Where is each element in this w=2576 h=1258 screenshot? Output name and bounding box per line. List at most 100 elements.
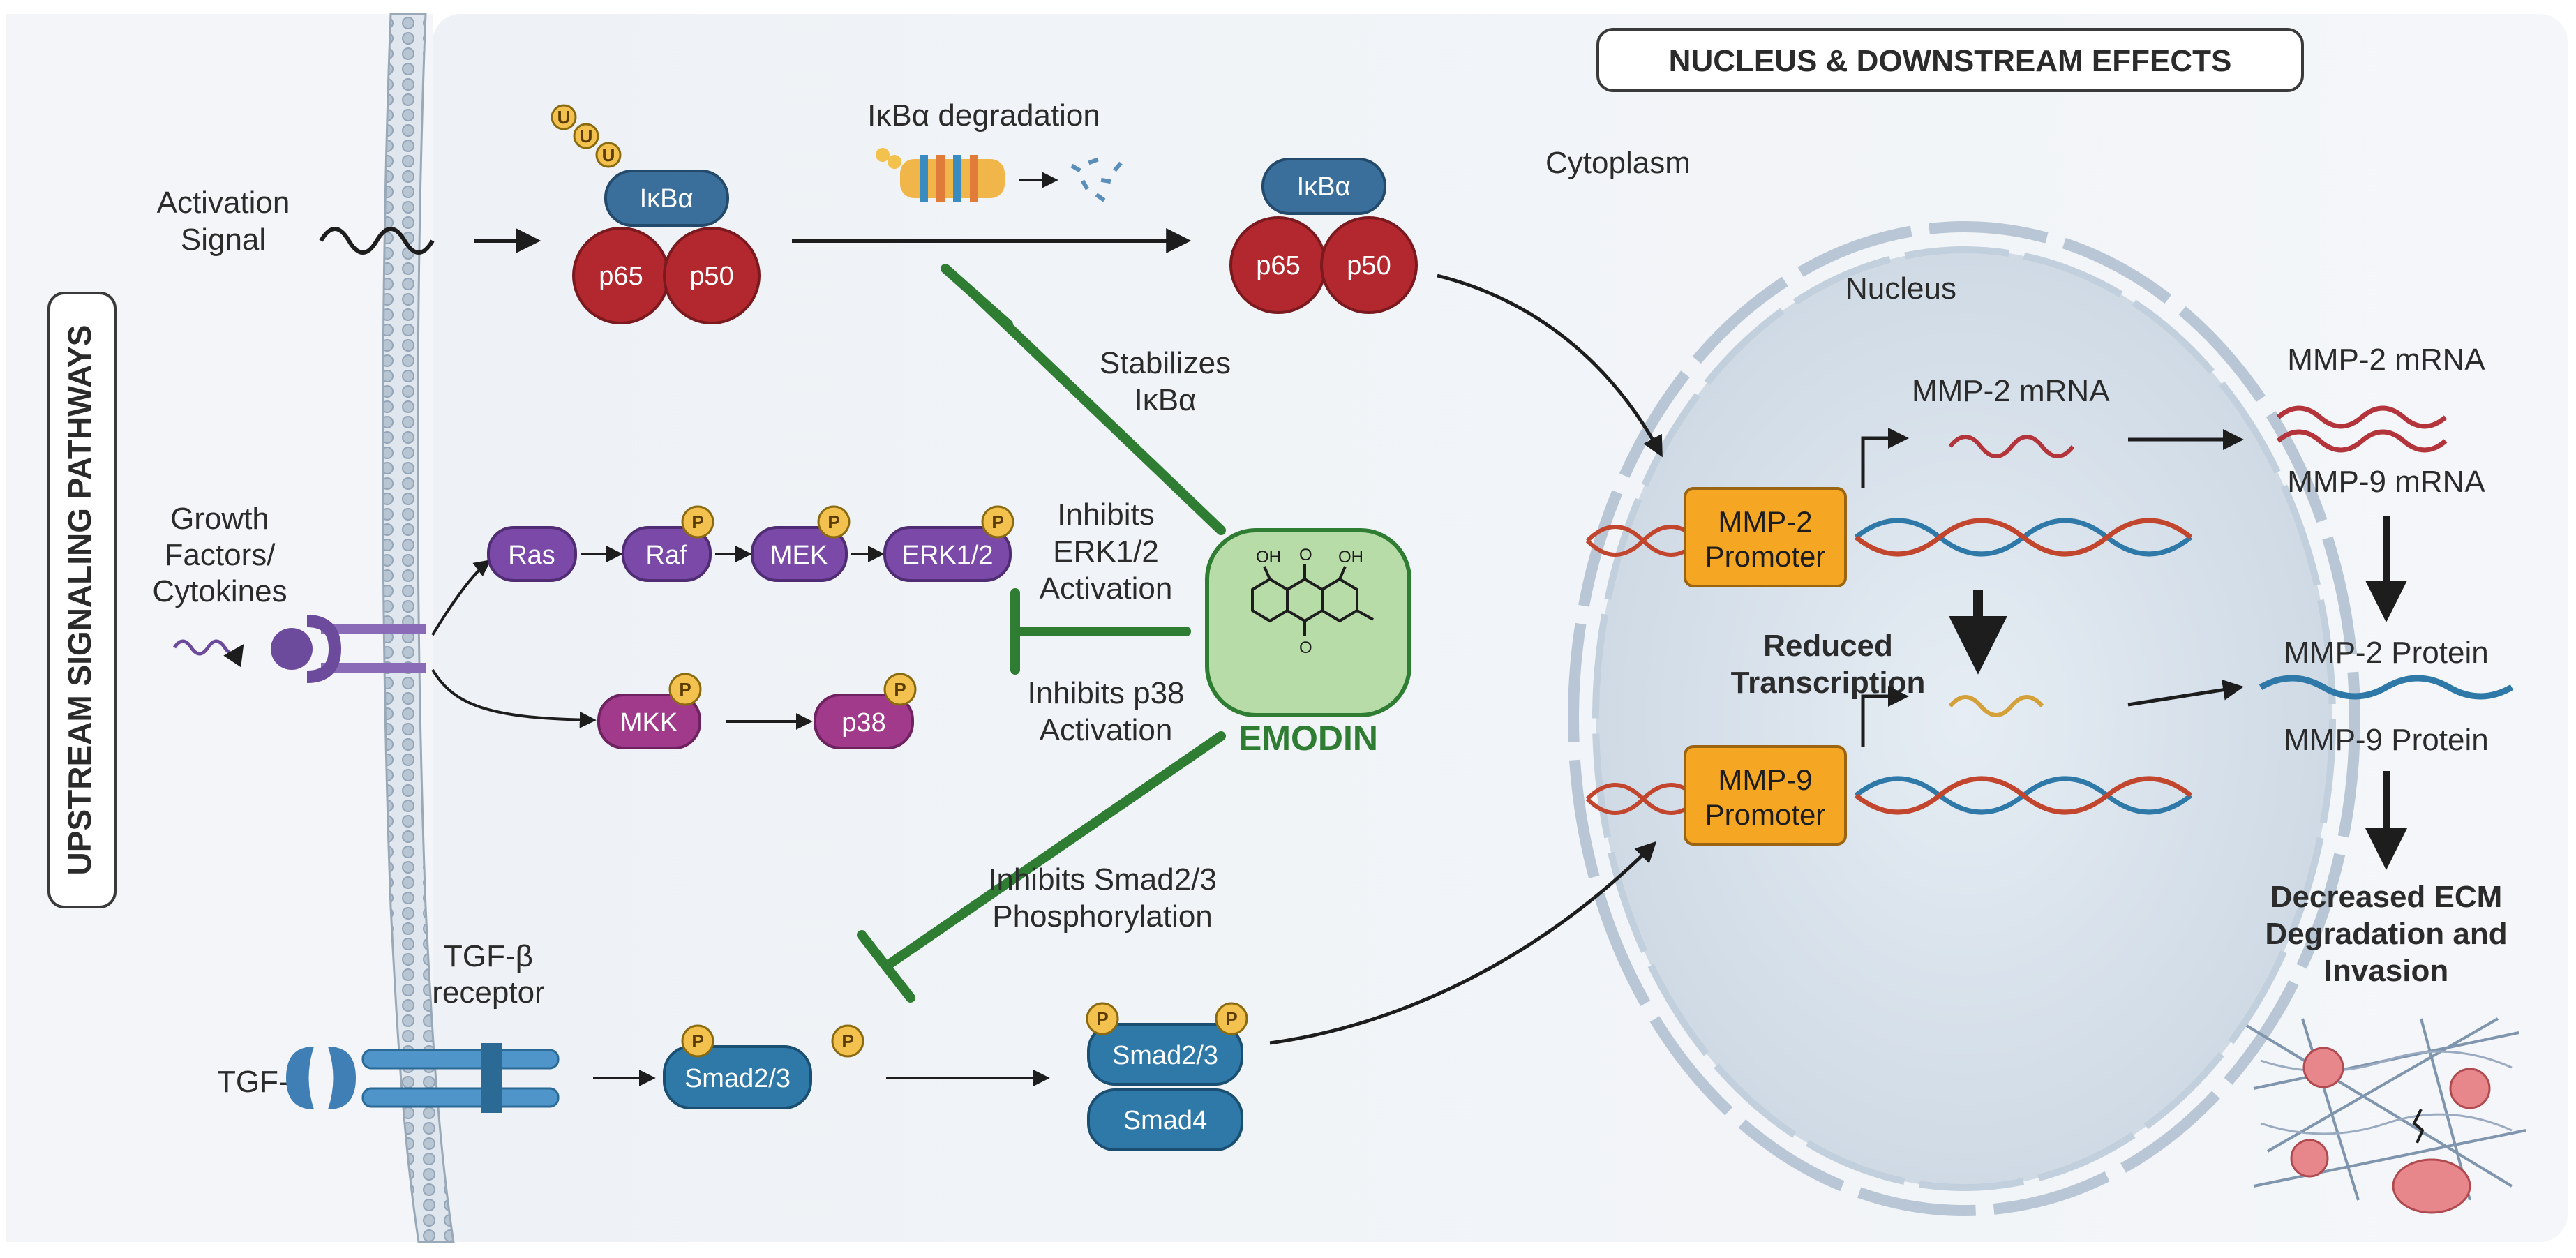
nucleus: Nucleus <box>1568 221 2360 1216</box>
growth-factors: Growth Factors/ Cytokines <box>152 502 426 683</box>
inhibit-ikba-degradation <box>972 292 1226 535</box>
protein-ribbon-icon <box>2259 675 2514 700</box>
mmp2-promoter-label-1: MMP-2 <box>1718 505 1812 538</box>
smad23-phospho: Smad2/3 P P <box>663 1024 864 1109</box>
reduced-transcription-label-1: Reduced <box>1763 629 1893 663</box>
o-label-top: O <box>1299 546 1312 564</box>
ikba-subunit <box>604 170 729 227</box>
p38-node <box>814 694 914 749</box>
tgfb-ligand-icon <box>286 1047 356 1109</box>
cell-icon-2 <box>2449 1068 2491 1109</box>
mmp9-mrna-icon <box>2276 429 2448 453</box>
upstream-header: UPSTREAM SIGNALING PATHWAYS <box>47 292 117 908</box>
arrow-smad-to-nucleus <box>1269 841 1657 1045</box>
cell-icon-3 <box>2290 1139 2329 1178</box>
smad23-complex-node <box>1087 1023 1243 1086</box>
mmp9-promoter-label-2: Promoter <box>1705 798 1826 831</box>
effect-erk-label-1: Inhibits <box>1057 497 1154 532</box>
outcome-label-3: Invasion <box>2324 954 2449 988</box>
phospho-smad-left-label: P <box>691 1031 703 1051</box>
outcome-label-2: Degradation and <box>2265 917 2507 951</box>
raf-node <box>622 526 712 582</box>
mmp2-promoter-label-2: Promoter <box>1705 540 1826 573</box>
upstream-header-text: UPSTREAM SIGNALING PATHWAYS <box>61 325 98 876</box>
smad-complex: Smad2/3 P P Smad4 <box>1086 1002 1248 1151</box>
growth-factors-label-1: Growth <box>170 502 269 536</box>
phospho-complex-right-icon <box>1215 1002 1248 1035</box>
mapk-p38-cascade: MKK P p38 P <box>597 673 917 749</box>
effect-ikba-label-1: Stabilizes <box>1100 346 1231 380</box>
activation-signal: Activation Signal <box>157 186 541 257</box>
invading-cell-icon <box>2392 1158 2471 1214</box>
outcome-label-1: Decreased ECM <box>2270 880 2503 914</box>
ecm-network-icon <box>2245 1017 2526 1214</box>
smad23-label: Smad2/3 <box>684 1064 791 1093</box>
ubiquitin-chain-icon: U U U <box>551 104 622 168</box>
emodin-name: EMODIN <box>1238 719 1378 758</box>
nfkb-complex-inactive: p65 p50 IκBα U U U <box>551 104 761 324</box>
smad23-node <box>663 1045 812 1109</box>
ras-node <box>487 526 577 582</box>
fragments-icon <box>1070 157 1123 202</box>
ras-label: Ras <box>508 541 555 570</box>
activation-signal-label-2: Signal <box>181 223 266 257</box>
growth-factors-label-2: Factors/ <box>165 538 276 572</box>
p50-label-active: p50 <box>1347 251 1391 280</box>
effect-p38-label-1: Inhibits p38 <box>1027 676 1184 710</box>
ubiquitin-label-2: U <box>580 126 593 147</box>
mek-node <box>751 526 848 582</box>
degradation-label: IκBα degradation <box>867 98 1100 133</box>
ikba-label: IκBα <box>640 184 694 214</box>
raf-label: Raf <box>645 541 687 570</box>
phospho-p38-label: P <box>894 679 906 700</box>
ubiquitin-label-1: U <box>557 107 571 128</box>
smad4-label: Smad4 <box>1123 1106 1207 1135</box>
erk-node <box>883 526 1012 582</box>
mmp2-promoter <box>1684 487 1847 587</box>
emodin-box <box>1205 528 1411 717</box>
mmp9-protein-label: MMP-9 Protein <box>2284 723 2488 757</box>
phospho-mkk-icon <box>668 673 702 706</box>
arrow-to-mkk <box>431 668 597 728</box>
phospho-complex-left-icon <box>1086 1002 1119 1035</box>
growth-factors-label-3: Cytokines <box>152 574 287 608</box>
phospho-mek-icon <box>817 505 851 539</box>
phospho-erk-label: P <box>991 511 1003 532</box>
effect-smad-label-1: Inhibits Smad2/3 <box>988 862 1217 897</box>
emodin-inhibitions <box>857 264 1226 1003</box>
nucleus-label: Nucleus <box>1845 271 1956 306</box>
activation-signal-label-1: Activation <box>157 186 290 220</box>
ikba-label-active: IκBα <box>1297 172 1351 202</box>
p38-label: p38 <box>841 708 885 737</box>
oh-label-left: OH <box>1256 548 1281 567</box>
ikba-degradation: IκBα degradation <box>867 98 1123 202</box>
effect-ikba-label-2: IκBα <box>1134 383 1196 417</box>
inhibit-smad-bar <box>857 930 915 1003</box>
tss-arrow-mmp9 <box>1861 686 1909 747</box>
nfkb-complex-active: p65 p50 IκBα <box>1229 158 1418 314</box>
inhibit-smad <box>881 731 1226 971</box>
effect-p38-label-2: Activation <box>1040 713 1173 747</box>
effect-erk-label-3: Activation <box>1040 571 1173 606</box>
oh-label-right: OH <box>1338 548 1363 567</box>
nucleus-effects-header: NUCLEUS & DOWNSTREAM EFFECTS <box>1596 28 2304 92</box>
tss-arrow-mmp2 <box>1861 428 1909 488</box>
inhibit-ikba-bar <box>941 264 1013 329</box>
smad23-complex-label: Smad2/3 <box>1112 1041 1218 1070</box>
effect-erk-label-2: ERK1/2 <box>1053 534 1159 569</box>
p50-label: p50 <box>689 262 733 291</box>
phospho-mkk-label: P <box>679 679 691 700</box>
phospho-p38-icon <box>883 673 917 706</box>
phospho-raf-icon <box>681 505 714 539</box>
phospho-complex-left-label: P <box>1096 1008 1108 1029</box>
mmp2-mrna-label: MMP-2 mRNA <box>2287 343 2485 377</box>
mmp2-protein-label: MMP-2 Protein <box>2284 636 2488 670</box>
phospho-smad-left-icon <box>681 1024 714 1058</box>
mmp2-gene: MMP-2 Promoter MMP-2 mRNA <box>1585 374 2193 587</box>
cytokine-wave-icon <box>172 639 244 668</box>
tgfb-receptor-group: TGF-β TGF-β receptor <box>217 939 656 1113</box>
erk-label: ERK1/2 <box>902 541 994 570</box>
tgfb-receptor-icon <box>361 1043 560 1113</box>
